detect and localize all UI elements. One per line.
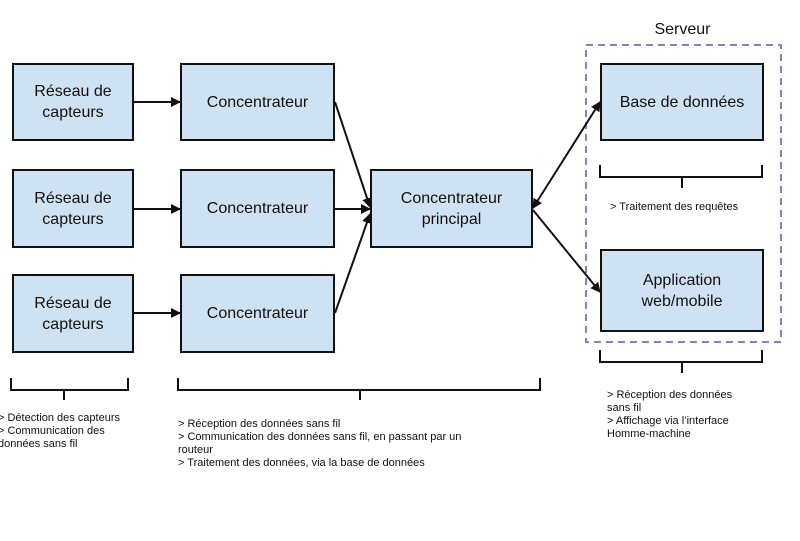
concentrator-box-1: Concentrateur [180, 63, 335, 141]
sensor-network-box-2: Réseau de capteurs [12, 169, 134, 248]
server-title: Serveur [654, 21, 711, 38]
concentrator-note: > Réception des données sans fil > Commu… [178, 418, 462, 469]
database-note: > Traitement des requêtes [610, 201, 739, 213]
application-note: > Réception des données sans fil > Affic… [607, 389, 733, 440]
application-box: Application web/mobile [600, 249, 764, 332]
server-frame [585, 44, 782, 343]
arrow-main-to-application [532, 209, 601, 293]
sensor-network-box-1: Réseau de capteurs [12, 63, 134, 141]
arrow-concentrator-3-to-main [334, 213, 372, 314]
sensor-network-box-3: Réseau de capteurs [12, 274, 134, 353]
database-box: Base de données [600, 63, 764, 141]
brace-sensors [10, 378, 129, 400]
brace-database [599, 165, 763, 188]
main-concentrator-box: Concentrateur principal [370, 169, 533, 248]
sensor-note: > Détection des capteurs > Communication… [0, 412, 120, 450]
concentrator-box-2: Concentrateur [180, 169, 335, 248]
brace-application [599, 350, 763, 373]
concentrator-box-3: Concentrateur [180, 274, 335, 353]
arrow-main-to-database-bidirectional [532, 101, 601, 209]
arrow-concentrator-1-to-main [334, 101, 372, 208]
brace-concentrators [177, 378, 541, 400]
